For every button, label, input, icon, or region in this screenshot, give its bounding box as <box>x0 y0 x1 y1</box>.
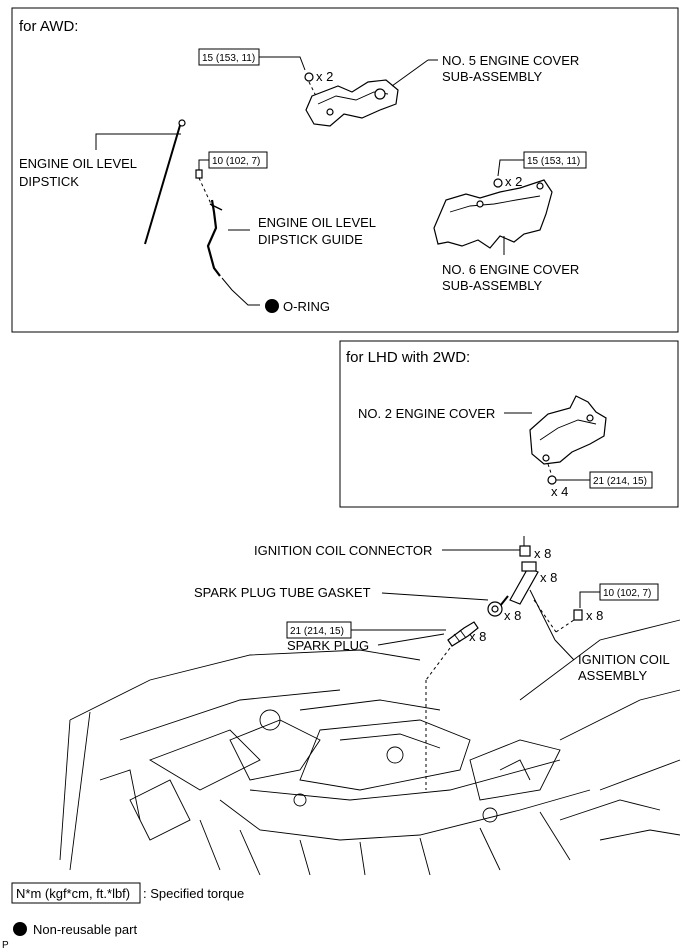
legend-torque-box <box>11 882 141 904</box>
plug-torque-value: 21 (214, 15) <box>290 626 344 637</box>
guide-torque-value: 10 (102, 7) <box>212 156 260 167</box>
guide-label-line2: DIPSTICK GUIDE <box>258 232 363 247</box>
engine-bay-illustration <box>59 619 681 876</box>
legend-nonreusable-text: Non-reusable part <box>33 922 137 937</box>
lhd-panel-title: for LHD with 2WD: <box>346 349 470 366</box>
cover2-torque-box <box>589 471 653 489</box>
cover6-label-line1: NO. 6 ENGINE COVER <box>442 262 579 277</box>
ignition-coil <box>509 567 539 605</box>
dipstick-label-leader <box>95 133 181 135</box>
gasket-qty: x 8 <box>504 608 521 623</box>
engine-oil-dipstick <box>144 121 182 245</box>
dipstick-label-line2: DIPSTICK <box>19 174 79 189</box>
oring-leader <box>221 277 260 306</box>
awd-panel-title: for AWD: <box>19 18 78 35</box>
coil-label-line1: IGNITION COIL <box>578 652 670 667</box>
cover5-label-leader <box>391 59 429 87</box>
cover5-label-line2: SUB-ASSEMBLY <box>442 69 543 84</box>
cover2-torque-value: 21 (214, 15) <box>593 476 647 487</box>
legend-torque-text: : Specified torque <box>143 886 244 901</box>
dipstick-guide <box>206 199 221 277</box>
awd-panel-frame <box>11 7 679 333</box>
oring-nonreusable-marker <box>265 299 279 313</box>
coil-bolt <box>573 609 583 621</box>
cover5-torque-value: 15 (153, 11) <box>202 53 255 64</box>
ignition-coil-connector <box>519 545 531 557</box>
cover5-nut <box>304 72 314 82</box>
bolt-qty: x 8 <box>586 608 603 623</box>
bolt-torque-box <box>599 583 659 601</box>
cover5-label-line1: NO. 5 ENGINE COVER <box>442 53 579 68</box>
cover6-torque-value: 15 (153, 11) <box>527 156 580 167</box>
gasket-leader <box>381 592 489 601</box>
corner-mark: P <box>2 940 9 951</box>
connector-qty: x 8 <box>534 546 551 561</box>
plug-label: SPARK PLUG <box>287 638 369 653</box>
no6-engine-cover <box>433 179 553 249</box>
legend-nonreusable-marker <box>13 922 27 936</box>
cover6-nut <box>493 178 503 188</box>
lhd-panel-frame <box>339 340 679 508</box>
no2-engine-cover <box>529 395 607 465</box>
guide-bolt <box>195 169 203 179</box>
dipstick-label-line1: ENGINE OIL LEVEL <box>19 156 137 171</box>
coil-qty: x 8 <box>540 570 557 585</box>
plug-leader <box>377 633 445 646</box>
cover6-qty: x 2 <box>505 174 522 189</box>
coil-label-line2: ASSEMBLY <box>578 668 647 683</box>
cover5-torque-leader <box>259 56 306 71</box>
cover2-nut <box>547 475 557 485</box>
plug-qty: x 8 <box>469 629 486 644</box>
bolt-torque-value: 10 (102, 7) <box>603 588 651 599</box>
legend-torque-unit: N*m (kgf*cm, ft.*lbf) <box>16 886 130 901</box>
cover5-qty: x 2 <box>316 69 333 84</box>
guide-label-line1: ENGINE OIL LEVEL <box>258 215 376 230</box>
cover2-qty: x 4 <box>551 484 568 499</box>
oring-label: O-RING <box>283 299 330 314</box>
cover6-label-line2: SUB-ASSEMBLY <box>442 278 543 293</box>
cover2-label: NO. 2 ENGINE COVER <box>358 406 495 421</box>
coil-label-leader <box>529 589 556 641</box>
connector-label: IGNITION COIL CONNECTOR <box>254 543 432 558</box>
gasket-label: SPARK PLUG TUBE GASKET <box>194 585 371 600</box>
